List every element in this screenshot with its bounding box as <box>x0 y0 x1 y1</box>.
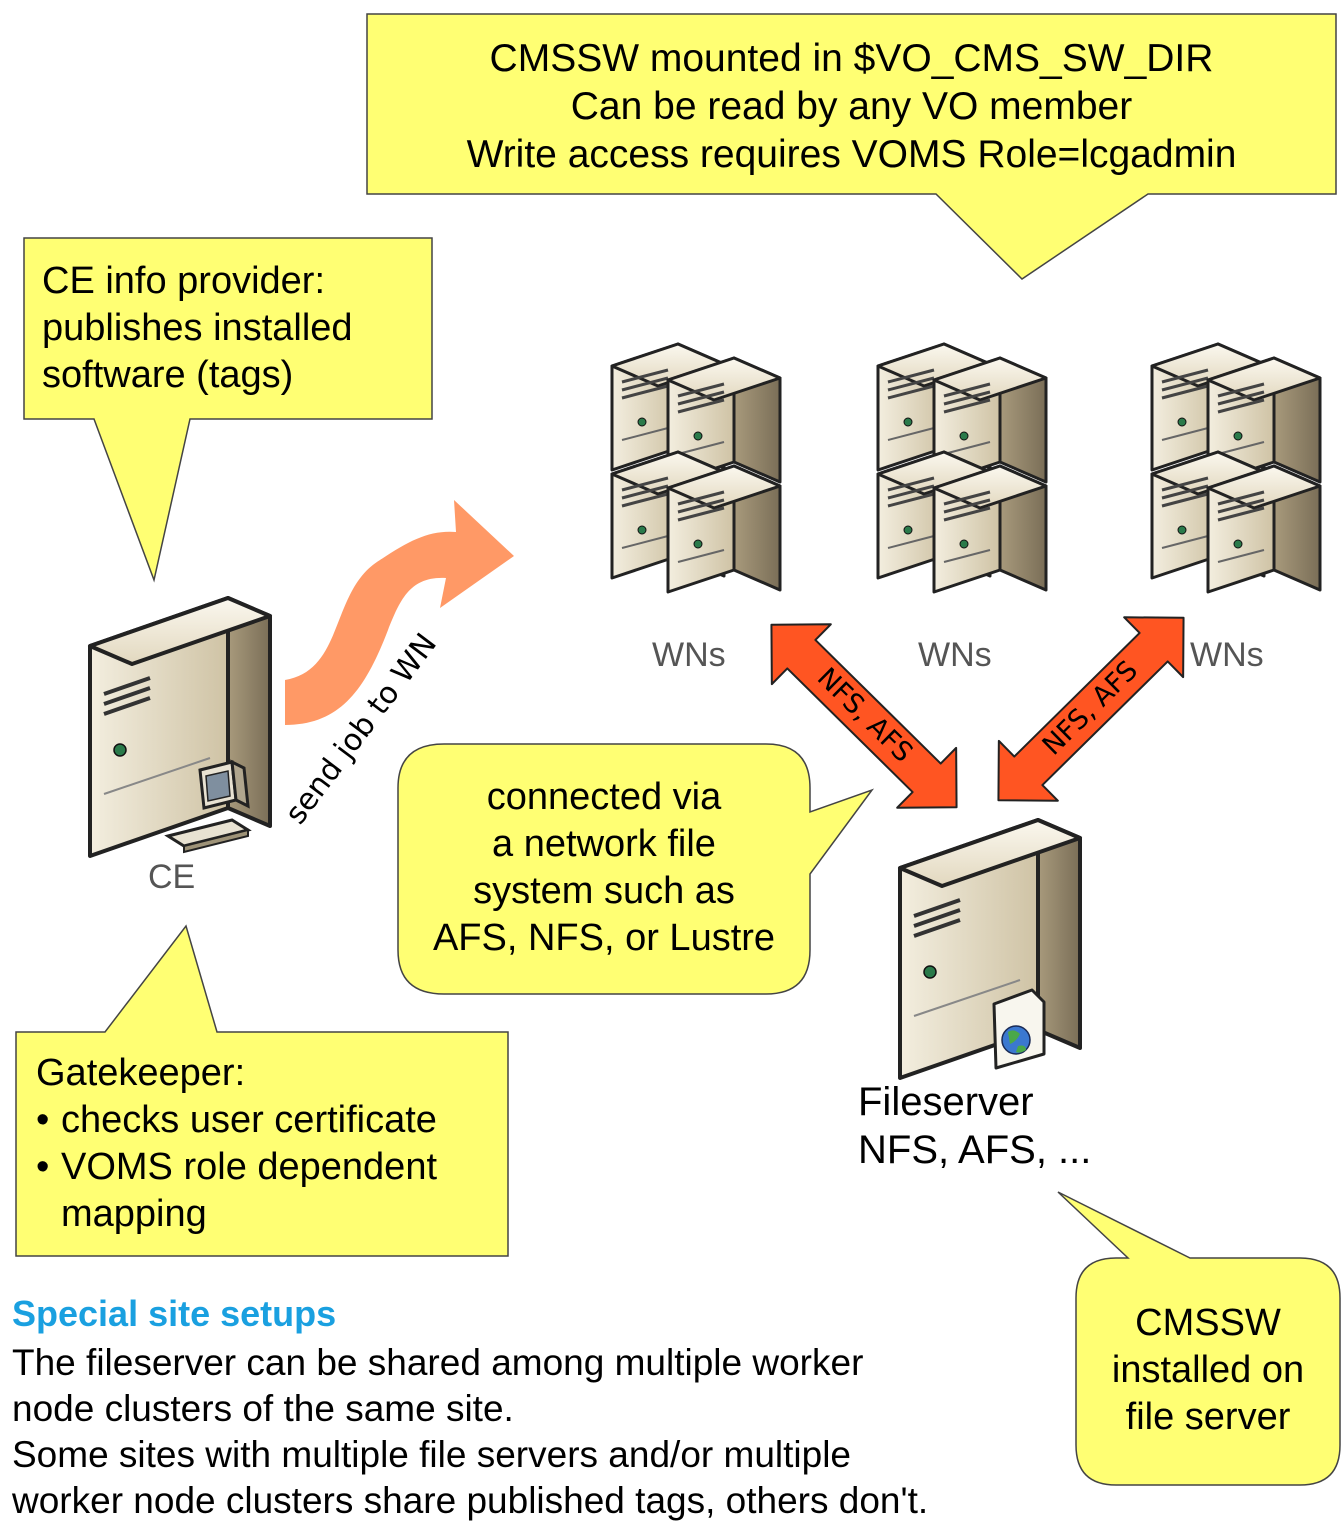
callout-cmssw-fs-line: installed on <box>1111 1349 1305 1391</box>
wn-label: WNs <box>652 636 726 674</box>
callout-ce-info-shape <box>23 237 433 583</box>
gatekeeper-bullet-text: checks user certificate <box>61 1099 437 1141</box>
wn-cluster-3 <box>1150 342 1322 594</box>
fileserver-label-line: Fileserver <box>858 1080 1034 1124</box>
wn-cluster-2 <box>876 342 1048 594</box>
callout-ce-info-text: CE info provider: publishes installed so… <box>42 258 353 399</box>
callout-network-line: a network file <box>492 823 716 865</box>
gatekeeper-bullet-text: VOMS role dependent <box>61 1146 438 1188</box>
gatekeeper-bullet-continuation: mapping <box>36 1191 437 1238</box>
callout-gatekeeper-text: Gatekeeper: • checks user certificate • … <box>36 1050 437 1238</box>
wn-cluster-1 <box>610 342 782 594</box>
fileserver-label: Fileserver NFS, AFS, ... <box>858 1078 1091 1174</box>
callout-top-line: Can be read by any VO member <box>570 85 1133 128</box>
nfs-left-label: NFS, AFS <box>811 662 918 768</box>
callout-cmssw-fs-line: file server <box>1125 1396 1291 1438</box>
globe-document-icon <box>992 988 1046 1070</box>
wn-label: WNs <box>918 636 992 674</box>
gatekeeper-bullet: • checks user certificate <box>36 1097 437 1144</box>
callout-network-line: connected via <box>486 776 722 818</box>
ce-label: CE <box>148 858 196 896</box>
body-line: Some sites with multiple file servers an… <box>12 1434 851 1475</box>
callout-top-text: CMSSW mounted in $VO_CMS_SW_DIR Can be r… <box>367 35 1336 179</box>
callout-ce-info-line: publishes installed <box>42 307 353 349</box>
callout-cmssw-fs-text: CMSSW installed on file server <box>1076 1300 1340 1441</box>
callout-network-shape <box>397 743 875 995</box>
nfs-right-label: NFS, AFS <box>1037 655 1144 761</box>
fileserver-label-line: NFS, AFS, ... <box>858 1128 1092 1172</box>
callout-network-line: AFS, NFS, or Lustre <box>432 917 776 959</box>
nfs-arrow-right <box>997 616 1185 802</box>
gatekeeper-bullet: • VOMS role dependent <box>36 1144 437 1191</box>
gatekeeper-title: Gatekeeper: <box>36 1052 246 1094</box>
callout-network-text: connected via a network file system such… <box>398 774 810 962</box>
body-line: The fileserver can be shared among multi… <box>12 1342 864 1383</box>
section-heading: Special site setups <box>12 1293 337 1334</box>
callout-cmssw-fs-shape <box>1057 1191 1341 1486</box>
callout-ce-info-line: CE info provider: <box>42 260 326 302</box>
callout-top-shape <box>366 13 1337 280</box>
bullet-icon: • <box>36 1146 50 1188</box>
callout-cmssw-fs-line: CMSSW <box>1135 1302 1281 1344</box>
body-line: node clusters of the same site. <box>12 1388 514 1429</box>
callout-network-line: system such as <box>473 870 735 912</box>
callout-top-line: Write access requires VOMS Role=lcgadmin <box>466 133 1237 176</box>
body-line: worker node clusters share published tag… <box>12 1480 929 1521</box>
ce-server <box>88 596 272 858</box>
section-body: The fileserver can be shared among multi… <box>12 1340 928 1524</box>
computer-icon <box>164 759 252 854</box>
nfs-arrow-left <box>770 623 958 809</box>
wn-label: WNs <box>1190 636 1264 674</box>
callout-gatekeeper-shape <box>15 924 509 1257</box>
bullet-icon: • <box>36 1099 50 1141</box>
gatekeeper-bullet-text: mapping <box>61 1193 207 1235</box>
fileserver-server <box>898 818 1082 1080</box>
callout-top-line: CMSSW mounted in $VO_CMS_SW_DIR <box>489 37 1214 80</box>
callout-ce-info-line: software (tags) <box>42 354 294 396</box>
send-job-arrow <box>285 500 514 725</box>
